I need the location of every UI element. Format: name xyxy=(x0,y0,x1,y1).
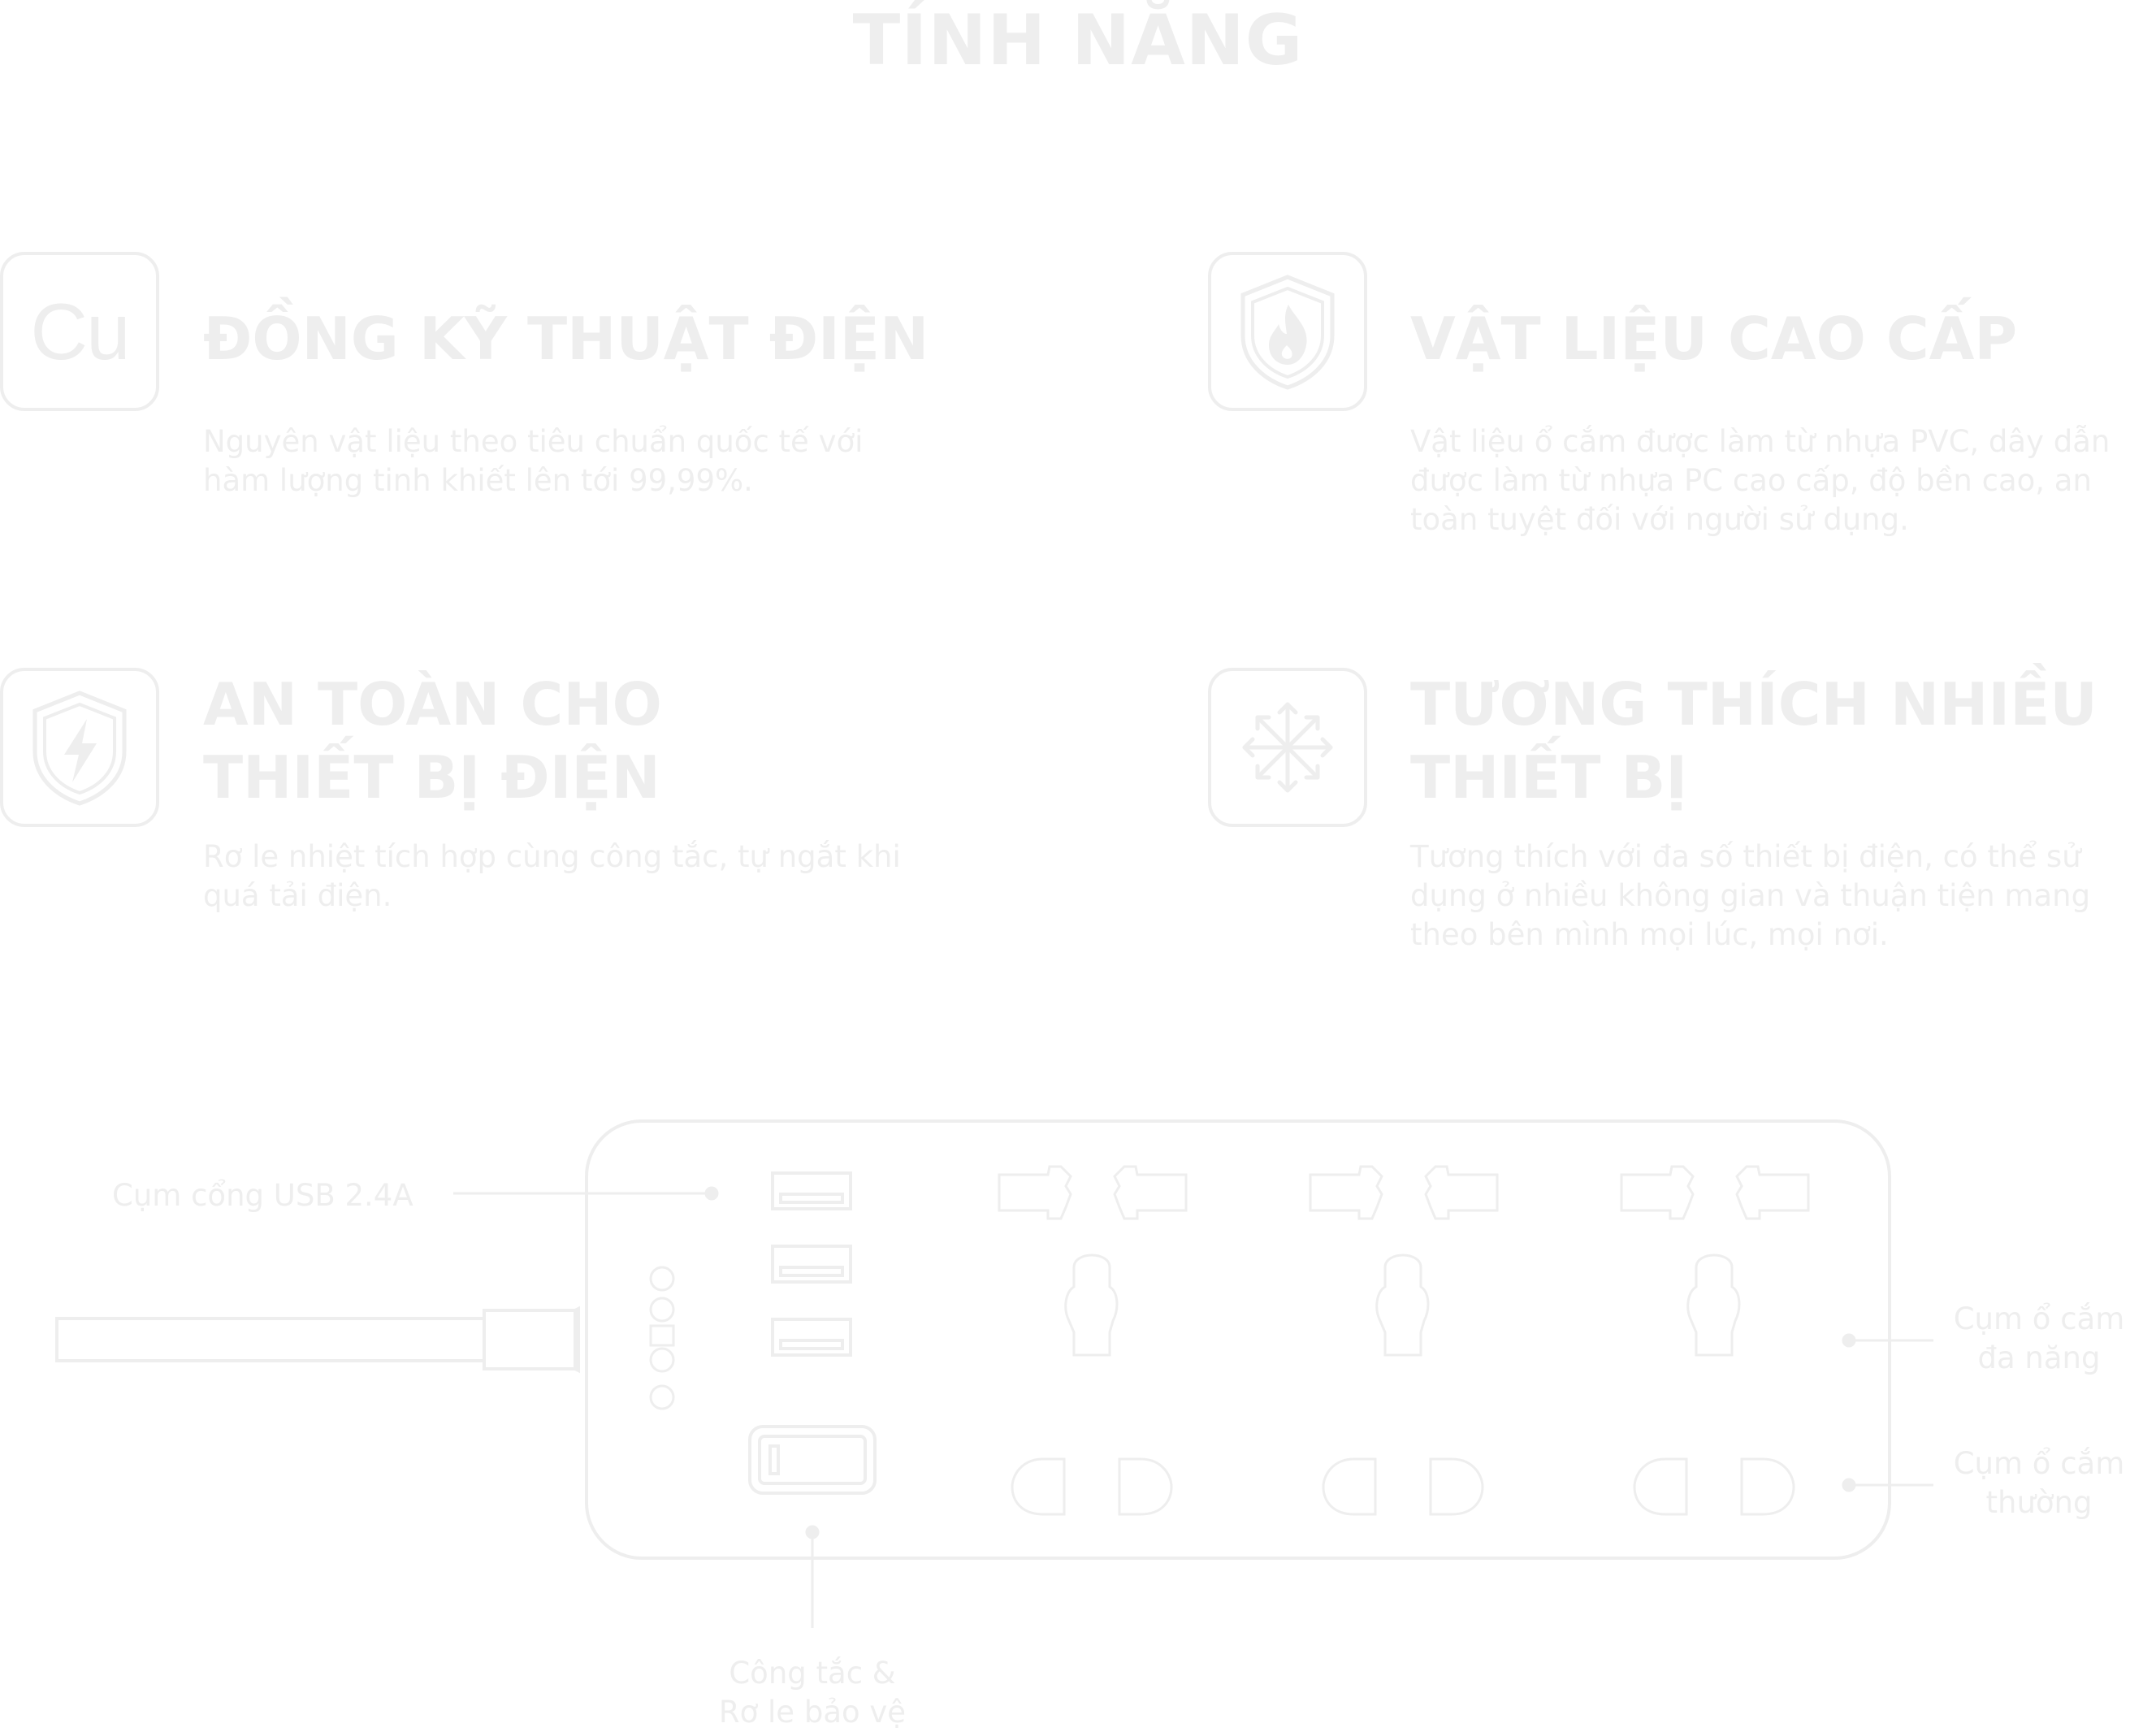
multi-socket-label-line1: Cụm ổ cắm xyxy=(1953,1301,2125,1336)
cu-icon-text: Cu xyxy=(30,286,130,376)
normal-socket-label-line2: thường xyxy=(1985,1485,2093,1520)
normal-sockets xyxy=(1011,1457,1795,1516)
brand-logo xyxy=(649,1266,675,1410)
normal-socket-3 xyxy=(1633,1457,1795,1516)
usb-ports xyxy=(771,1171,852,1357)
callout-lines xyxy=(453,1186,1933,1628)
normal-socket-1 xyxy=(1011,1457,1173,1516)
feature-title-materials: VẬT LIỆU CAO CẤP xyxy=(1410,305,2018,373)
normal-socket-label-line1: Cụm ổ cắm xyxy=(1953,1446,2125,1481)
feature-title-copper: ĐỒNG KỸ THUẬT ĐIỆN xyxy=(203,305,929,373)
feature-title-compat-line1: TƯƠNG THÍCH NHIỀU xyxy=(1410,670,2098,738)
feature-title-safety-line1: AN TOÀN CHO xyxy=(203,670,662,738)
switch xyxy=(748,1425,877,1495)
page-title: TÍNH NĂNG xyxy=(852,0,1304,81)
cable-strain-relief xyxy=(574,1305,580,1374)
cable-plug-neck xyxy=(483,1309,577,1370)
power-strip-body xyxy=(585,1119,1891,1560)
fire-shield-icon xyxy=(1208,252,1367,411)
multi-socket-2 xyxy=(1309,1165,1499,1357)
feature-desc-copper: Nguyên vật liệu theo tiêu chuẩn quốc tế … xyxy=(203,424,864,498)
power-cable xyxy=(55,1317,486,1362)
feature-desc-materials: Vật liệu ổ cắm được làm từ nhựa PVC, dây… xyxy=(1410,424,2111,537)
normal-socket-2 xyxy=(1322,1457,1484,1516)
multi-socket-label-line2: đa năng xyxy=(1977,1340,2101,1375)
compatibility-icon xyxy=(1208,668,1367,827)
switch-label-line1: Công tắc & xyxy=(729,1656,896,1691)
lightning-shield-icon xyxy=(0,668,159,827)
feature-desc-safety: Rơ le nhiệt tích hợp cùng công tắc, tự n… xyxy=(203,839,901,913)
feature-desc-compat: Tương thích với đa số thiết bị điện, có … xyxy=(1410,839,2091,952)
feature-title-safety-line2: THIẾT BỊ ĐIỆN xyxy=(203,743,660,812)
usb-label: Cụm cổng USB 2.4A xyxy=(112,1178,413,1213)
multi-socket-3 xyxy=(1620,1165,1810,1357)
multi-sockets xyxy=(998,1165,1810,1357)
cu-icon: Cu xyxy=(0,252,159,411)
multi-socket-1 xyxy=(998,1165,1188,1357)
switch-label-line2: Rơ le bảo vệ xyxy=(718,1695,907,1730)
feature-title-compat-line2: THIẾT BỊ xyxy=(1410,743,1688,812)
